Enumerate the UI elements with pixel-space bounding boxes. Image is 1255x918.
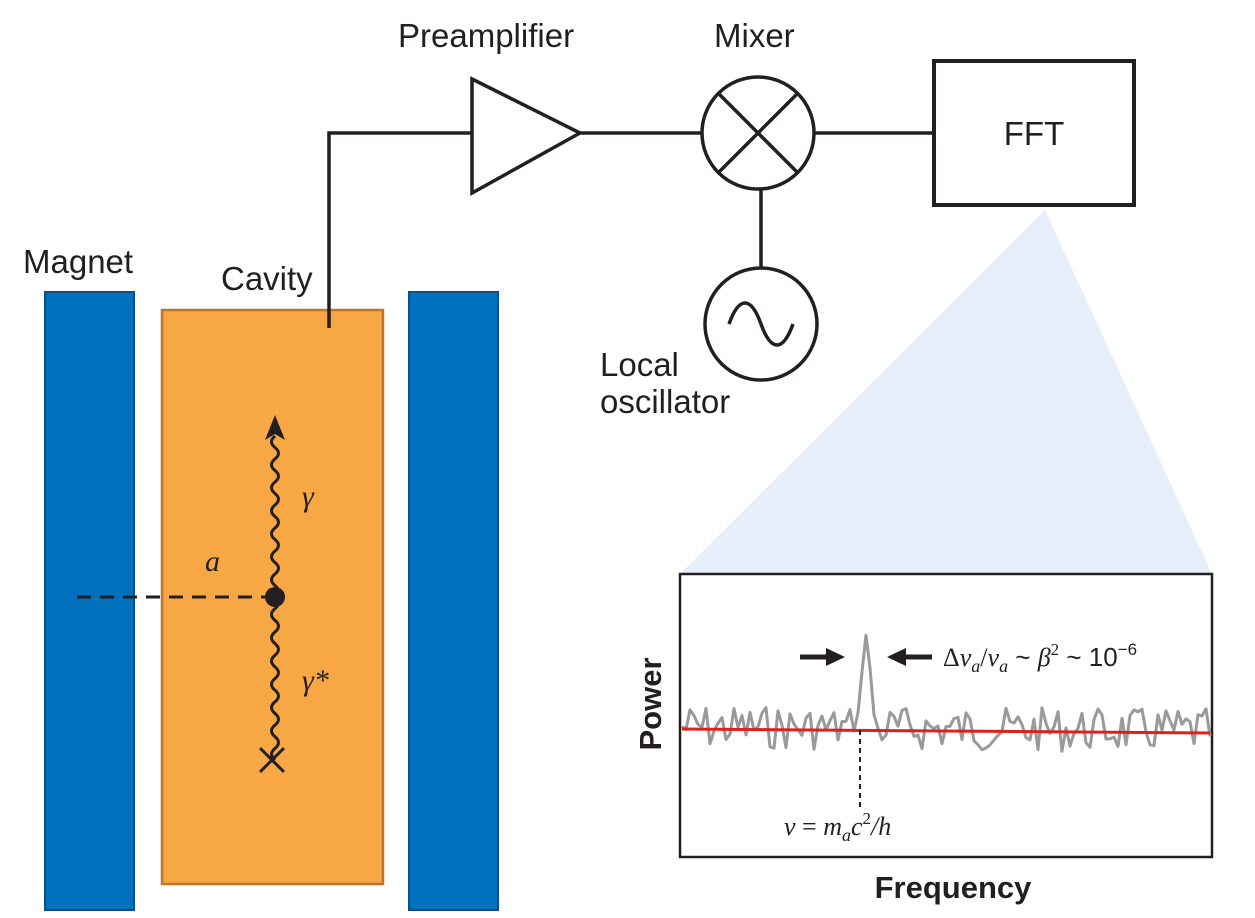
x-axis-label: Frequency (875, 870, 1033, 905)
external-field-cross-icon (258, 746, 286, 774)
preamplifier-symbol (470, 76, 584, 196)
local-oscillator-label-line1: Local (600, 346, 679, 383)
fft-label: FFT (1004, 115, 1064, 152)
baseline-line (681, 727, 1211, 735)
local-oscillator-symbol (703, 266, 819, 382)
photon-arrowhead (265, 415, 285, 440)
virtual-photon-label: γ* (302, 664, 329, 697)
vertex-dot (265, 587, 285, 607)
photon-label: γ (302, 480, 315, 513)
fft-box (932, 59, 1136, 207)
cavity-label: Cavity (221, 260, 313, 297)
antenna-wire (327, 131, 472, 328)
peak-frequency-annotation: ν = mac2/h (784, 809, 891, 845)
y-axis-label: Power (633, 657, 668, 750)
mixer-label: Mixer (714, 17, 795, 54)
noise-trace-group (681, 633, 1212, 753)
axion-label: a (205, 545, 220, 578)
virtual-photon-wavy-line (270, 595, 280, 762)
spectrum-frame (678, 572, 1214, 859)
magnet-label: Magnet (23, 243, 133, 280)
fft-projection-cone (680, 210, 1212, 574)
preamplifier-label: Preamplifier (398, 17, 574, 54)
mixer-symbol (700, 75, 816, 191)
magnet-left (44, 291, 135, 911)
arrow-left-icon (887, 648, 932, 666)
arrow-right-icon (800, 648, 845, 666)
noise-trace (681, 633, 1212, 753)
linewidth-annotation: Δνa/νa ~ β2 ~ 10−6 (943, 640, 1137, 676)
photon-wavy-line (270, 434, 280, 599)
local-oscillator-label-line2: oscillator (600, 383, 730, 420)
magnet-right (408, 291, 499, 911)
